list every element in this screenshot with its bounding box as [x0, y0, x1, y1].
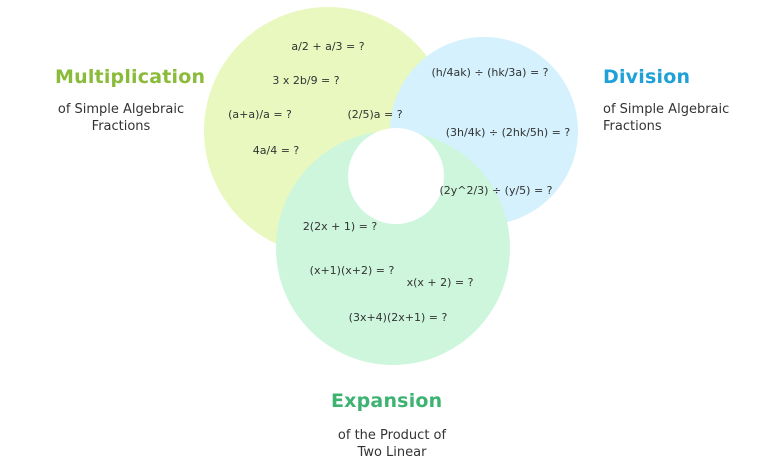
division-description: of Simple Algebraic Fractions	[603, 101, 729, 135]
division-item: (3h/4k) ÷ (2hk/5h) = ?	[446, 126, 571, 139]
expansion-item: 2(2x + 1) = ?	[303, 220, 378, 233]
expansion-title: Expansion	[331, 390, 443, 412]
multiplication-item: (2/5)a = ?	[347, 108, 402, 121]
multiplication-item: a/2 + a/3 = ?	[291, 40, 364, 53]
multiplication-description: of Simple Algebraic Fractions	[54, 101, 188, 135]
multiplication-item: (a+a)/a = ?	[228, 108, 292, 121]
division-title: Division	[603, 66, 691, 88]
division-item: (2y^2/3) ÷ (y/5) = ?	[439, 184, 552, 197]
expansion-item: x(x + 2) = ?	[407, 276, 474, 289]
expansion-circle	[276, 131, 510, 365]
expansion-description-line: Two Linear	[357, 445, 427, 460]
venn-diagram: a/2 + a/3 = ? 3 x 2b/9 = ? (a+a)/a = ? (…	[204, 7, 578, 365]
multiplication-title: Multiplication	[55, 66, 206, 88]
expansion-item: (3x+4)(2x+1) = ?	[349, 311, 448, 324]
multiplication-item: 3 x 2b/9 = ?	[272, 74, 339, 87]
center-void	[348, 128, 444, 224]
division-description-line: of Simple Algebraic	[603, 102, 730, 117]
division-description-line: Fractions	[603, 119, 662, 134]
expansion-item: (x+1)(x+2) = ?	[310, 264, 395, 277]
multiplication-description-line: Fractions	[91, 119, 151, 134]
expansion-description-line: of the Product of	[337, 428, 447, 443]
multiplication-item: 4a/4 = ?	[253, 144, 300, 157]
expansion-description: of the Product of Two Linear	[332, 427, 452, 461]
multiplication-description-line: of Simple Algebraic	[57, 102, 185, 117]
division-item: (h/4ak) ÷ (hk/3a) = ?	[432, 66, 549, 79]
